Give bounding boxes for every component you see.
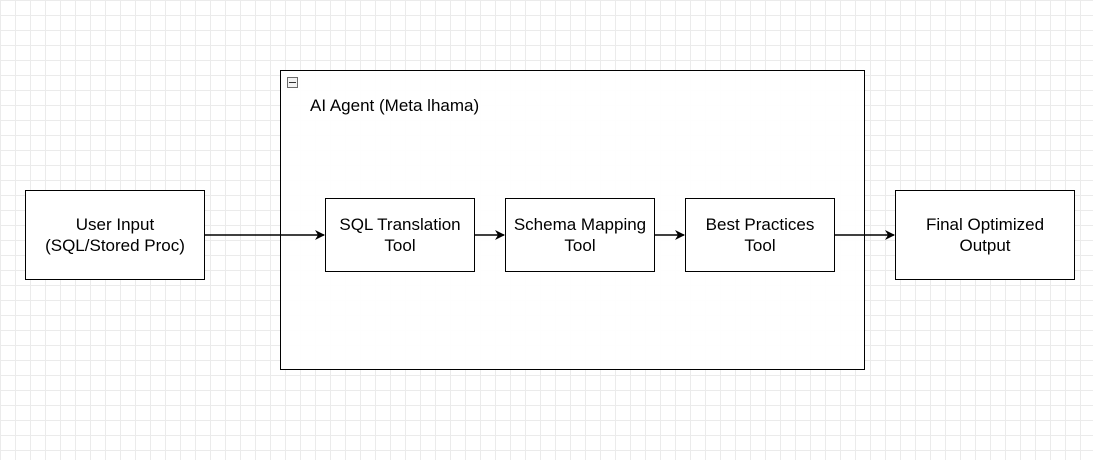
best-practices-tool-node[interactable]: Best Practices Tool	[685, 198, 835, 272]
collapse-icon[interactable]	[287, 77, 298, 88]
final-output-node[interactable]: Final Optimized Output	[895, 190, 1075, 280]
sql-translation-tool-node[interactable]: SQL Translation Tool	[325, 198, 475, 272]
group-title: AI Agent (Meta lhama)	[310, 96, 480, 115]
schema-mapping-tool-node[interactable]: Schema Mapping Tool	[505, 198, 655, 272]
user-input-node[interactable]: User Input (SQL/Stored Proc)	[25, 190, 205, 280]
